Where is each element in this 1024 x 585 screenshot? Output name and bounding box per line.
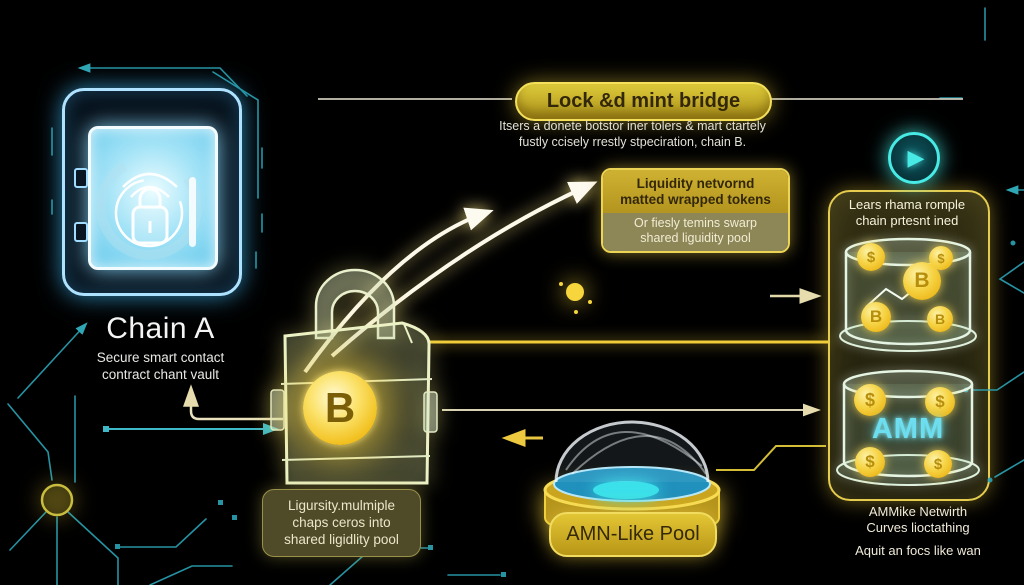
bitcoin-coin: B	[303, 371, 377, 445]
panel-caption-line3: Aquit an focs like wan	[855, 543, 981, 558]
lock-caption-line2: chaps ceros into	[292, 515, 391, 530]
panel-label-line1: Lears rhama romple	[848, 197, 966, 212]
chain-a-sub1: Secure smart contact	[96, 350, 225, 365]
pool-to-panel-elbow	[716, 445, 826, 471]
circuit-node	[40, 483, 74, 517]
chain-a-sub2: contract chant vault	[101, 366, 220, 382]
chain-a-caption: Chain A Secure smart contact contract ch…	[58, 312, 263, 383]
vault-hinge-bottom	[74, 222, 88, 242]
lock-caption-line3: shared ligidlity pool	[284, 532, 399, 547]
lock-caption-line1: Ligursity.mulmiple	[287, 498, 396, 513]
lock-caption-box: Ligursity.mulmiple chaps ceros into shar…	[262, 489, 421, 557]
panel-caption: AMMike Netwirth Curves lioctathing Aquit…	[818, 504, 1018, 559]
play-icon: ▶	[907, 145, 925, 170]
liquidity-info-box: Liquidity netvornd matted wrapped tokens…	[601, 168, 790, 253]
bridge-subtitle-line2: fustly ccisely rrestly stpeciration, cha…	[518, 135, 747, 149]
amm-label: AMM	[871, 413, 945, 445]
bridge-title-banner: Lock &d mint bridge	[515, 82, 772, 121]
token-coin: B	[861, 302, 891, 332]
bridge-subtitle-line1: Itsers a donete botstor iner tolers & ma…	[499, 119, 766, 133]
pool-label: AMN-Like Pool	[549, 512, 717, 557]
token-coin: $	[925, 387, 955, 417]
panel-label-line2: chain prtesnt ined	[855, 213, 959, 228]
bridge-title: Lock &d mint bridge	[546, 90, 741, 112]
panel-label: Lears rhama romple chain prtesnt ined	[830, 197, 984, 229]
chain-a-title: Chain A	[106, 312, 215, 345]
token-coin: B	[903, 262, 941, 300]
token-coin: $	[854, 384, 886, 416]
vault-screen	[88, 126, 218, 270]
bridge-subtitle: Itsers a donete botstor iner tolers & ma…	[455, 118, 810, 150]
vault-up-elbow-arrow	[182, 384, 283, 421]
panel-caption-line2: Curves lioctathing	[866, 519, 970, 535]
amm-pool-shape	[543, 420, 721, 538]
play-button[interactable]: ▶	[888, 132, 940, 184]
token-coin: B	[927, 306, 953, 332]
token-coin: $	[857, 243, 885, 271]
token-coin: $	[855, 447, 885, 477]
liquidity-line1: Liquidity netvornd	[636, 176, 755, 191]
liquidity-line4: shared liguidity pool	[640, 231, 751, 245]
liquidity-line2: matted wrapped tokens	[620, 192, 771, 207]
chain-link-arrow	[103, 423, 279, 435]
token-coin: $	[924, 450, 952, 478]
bitcoin-symbol: B	[324, 384, 356, 431]
token-dot	[559, 282, 592, 314]
panel-caption-line1: AMMike Netwirth	[868, 504, 968, 519]
liquidity-line3: Or fiesly temins swarp	[634, 216, 757, 230]
vault-hinge-top	[74, 168, 88, 188]
pool-label-text: AMN-Like Pool	[566, 523, 700, 545]
vault-lock-icon	[96, 154, 202, 260]
